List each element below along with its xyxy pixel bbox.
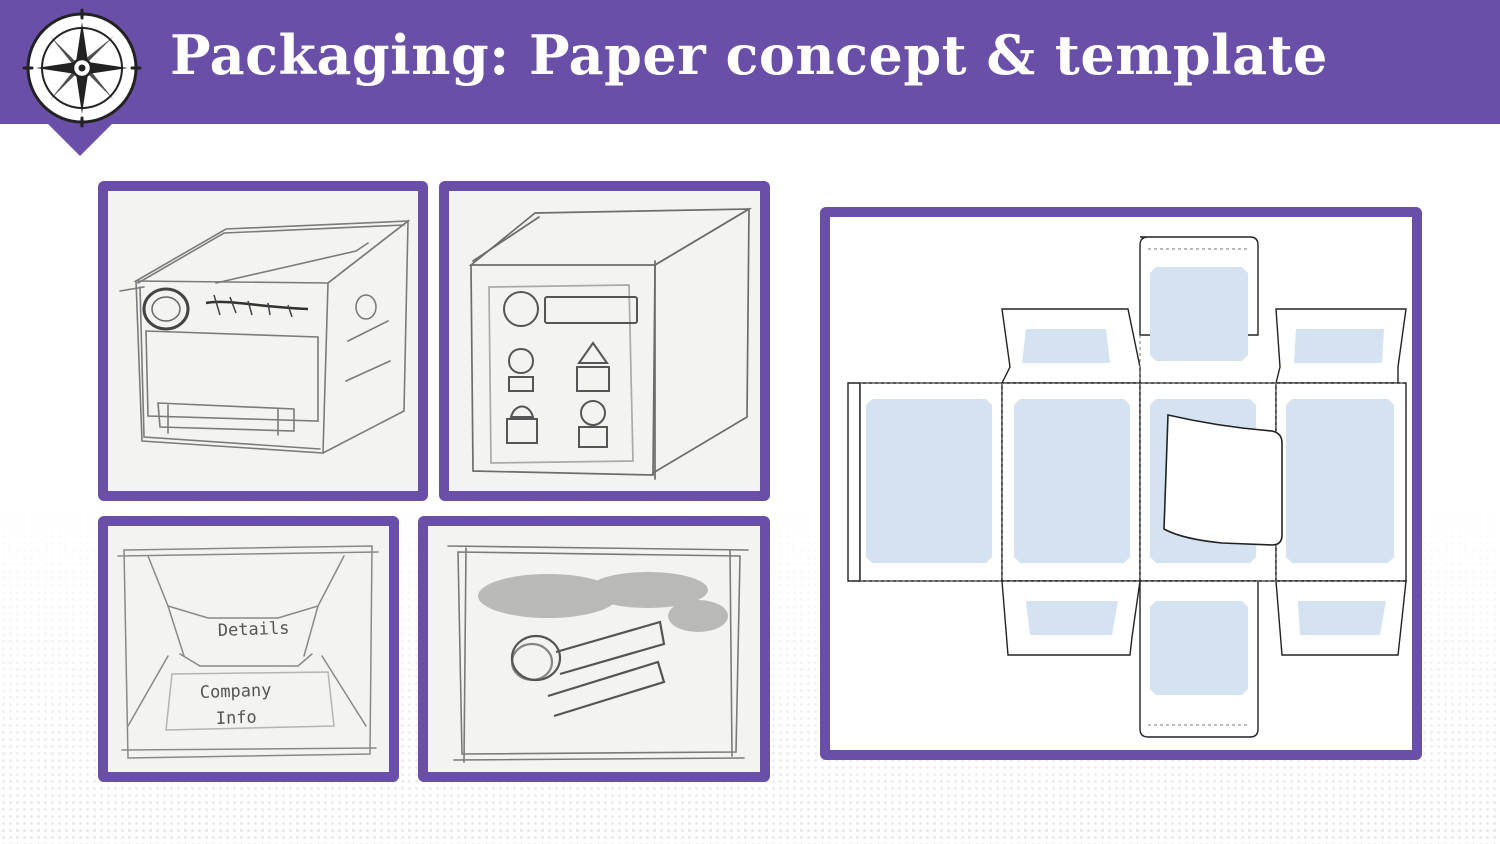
sketch-frame-bottom-left: Details Company Info <box>98 516 399 782</box>
box-sketch-perspective <box>119 219 411 454</box>
packaging-template-frame <box>820 207 1422 760</box>
header-notch <box>46 122 114 156</box>
annotation-details: Details <box>217 619 289 641</box>
annotation-info: Info <box>215 708 257 729</box>
sketch-frame-top-right <box>439 181 770 501</box>
page-title: Packaging: Paper concept & template <box>170 23 1328 87</box>
compass-rose-logo <box>20 8 144 132</box>
annotation-company: Company <box>199 681 271 703</box>
box-sketch-icons <box>468 207 753 480</box>
package-back-sketch: Details Company Info <box>117 545 379 759</box>
sketch-frame-top-left <box>98 181 428 501</box>
package-front-sketch <box>447 545 749 763</box>
box-dieline-template <box>847 236 1407 738</box>
header-bar <box>0 0 1500 124</box>
sketch-frame-bottom-right <box>418 516 770 782</box>
window-cutout <box>1163 414 1283 546</box>
compass-rose-icon <box>22 8 142 128</box>
